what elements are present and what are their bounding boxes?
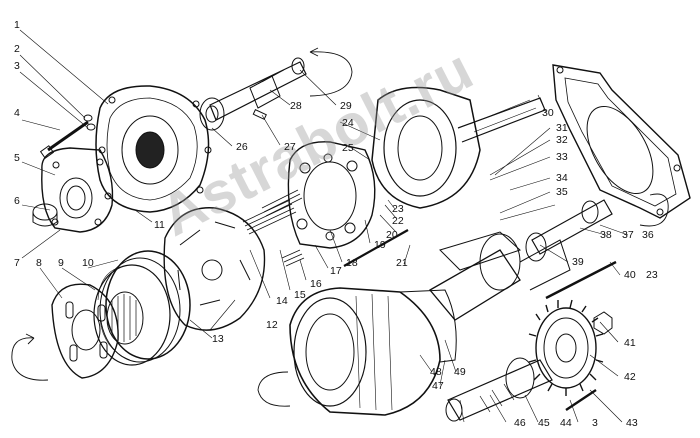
- shaft-housing: [429, 231, 571, 321]
- callout-17: 17: [330, 265, 342, 277]
- callout-25: 25: [342, 142, 354, 154]
- callout-10: 10: [82, 257, 94, 269]
- callout-23-upper: 23: [392, 203, 404, 215]
- callout-15: 15: [294, 289, 306, 301]
- flange-stub: [32, 203, 58, 227]
- bell-housing: [371, 86, 546, 209]
- callout-23-lower: 23: [646, 269, 658, 281]
- callout-34: 34: [556, 172, 568, 184]
- callout-29: 29: [340, 100, 352, 112]
- callout-42: 42: [624, 371, 636, 383]
- springs: [242, 189, 305, 267]
- callout-4: 4: [14, 107, 20, 119]
- curved-arrows: [11, 47, 669, 407]
- callout-45: 45: [538, 417, 550, 429]
- callout-13: 13: [212, 333, 224, 345]
- output-shaft: [445, 357, 553, 422]
- gasket-plate: [552, 64, 691, 219]
- washers: [83, 114, 96, 131]
- callout-37: 37: [622, 229, 634, 241]
- key: [252, 108, 267, 120]
- gear-casing: [289, 287, 457, 416]
- nut: [593, 311, 613, 335]
- callout-46: 46: [514, 417, 526, 429]
- callout-21: 21: [396, 257, 408, 269]
- callout-3-lower: 3: [592, 417, 598, 429]
- bolt-19: [343, 229, 409, 267]
- leader-lines: [19, 29, 629, 423]
- input-shaft: [199, 57, 307, 131]
- callout-16: 16: [310, 278, 322, 290]
- callout-11: 11: [154, 219, 165, 231]
- callout-30: 30: [542, 107, 554, 119]
- callout-14: 14: [276, 295, 288, 307]
- flange-cover: [41, 147, 114, 233]
- callout-36: 36: [642, 229, 654, 241]
- callout-44: 44: [560, 417, 572, 429]
- callout-32: 32: [556, 134, 568, 146]
- callout-40: 40: [624, 269, 636, 281]
- callout-24: 24: [342, 117, 354, 129]
- callout-48: 48: [430, 366, 442, 378]
- callout-27: 27: [284, 141, 296, 153]
- callout-1: 1: [14, 19, 20, 31]
- callout-7: 7: [14, 257, 20, 269]
- callout-20: 20: [386, 229, 398, 241]
- callout-8: 8: [36, 257, 42, 269]
- callout-2: 2: [14, 43, 20, 55]
- callout-5: 5: [14, 152, 20, 164]
- callout-26: 26: [236, 141, 248, 153]
- bolt: [39, 120, 89, 159]
- pressure-plate: [163, 207, 266, 331]
- callout-41: 41: [624, 337, 636, 349]
- friction-plate: [51, 283, 119, 379]
- callout-18: 18: [346, 257, 358, 269]
- pump-body: [287, 141, 376, 249]
- bolt-43: [565, 389, 597, 411]
- gear: [528, 299, 604, 396]
- long-bolt: [545, 260, 617, 300]
- callout-47: 47: [432, 380, 444, 392]
- differential-housing: [95, 85, 212, 213]
- callout-22: 22: [392, 215, 404, 227]
- callout-39: 39: [572, 256, 584, 268]
- callout-12: 12: [266, 319, 278, 331]
- callout-43: 43: [626, 417, 638, 429]
- callout-38: 38: [600, 229, 612, 241]
- callout-49: 49: [454, 366, 466, 378]
- clutch-disks: [93, 250, 191, 366]
- callout-6: 6: [14, 195, 20, 207]
- callout-31: 31: [556, 122, 568, 134]
- callout-19: 19: [374, 239, 386, 251]
- shaft-38: [525, 199, 613, 262]
- callout-35: 35: [556, 186, 568, 198]
- callout-3: 3: [14, 60, 20, 72]
- callout-9: 9: [58, 257, 64, 269]
- callout-33: 33: [556, 151, 568, 163]
- callout-28: 28: [290, 100, 302, 112]
